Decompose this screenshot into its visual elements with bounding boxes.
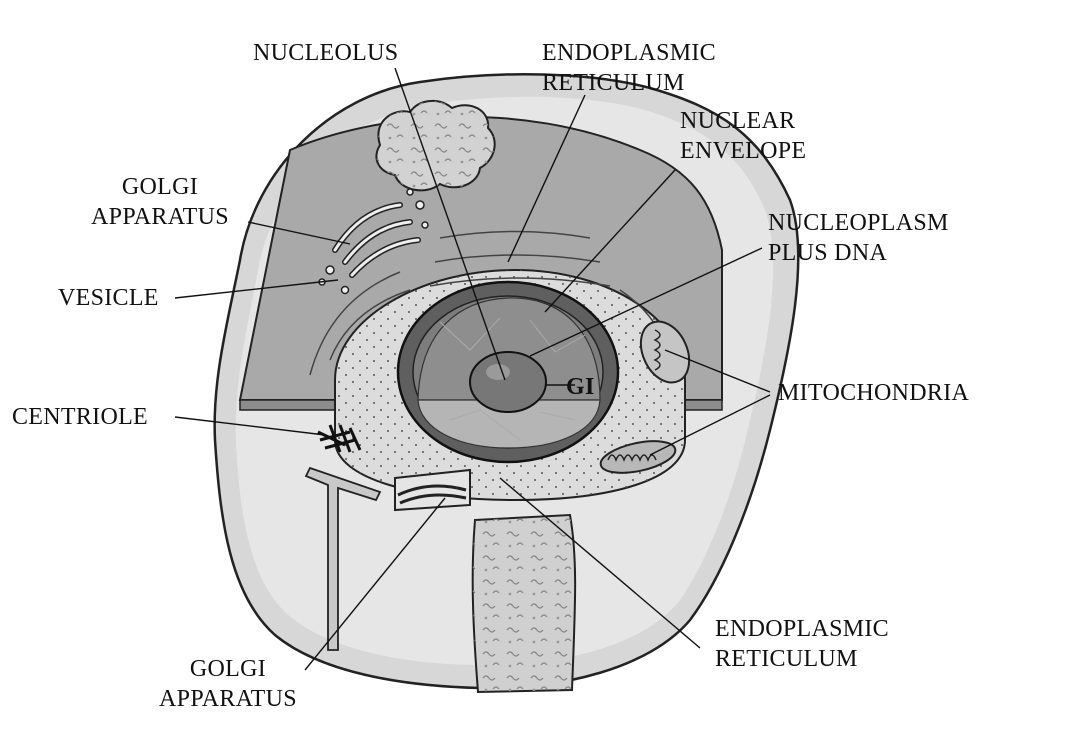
label-golgi-apparatus-top: GOLGI APPARATUS bbox=[91, 174, 229, 230]
nucleolus bbox=[469, 351, 547, 413]
rough-er-top bbox=[375, 100, 496, 192]
label-gi: GI bbox=[566, 374, 595, 400]
label-centriole: CENTRIOLE bbox=[12, 404, 149, 430]
label-nucleolus: NUCLEOLUS bbox=[253, 40, 399, 66]
label-nucleoplasm: NUCLEOPLASM PLUS DNA bbox=[768, 210, 949, 266]
vesicles bbox=[318, 188, 429, 295]
mitochondrion-lower bbox=[599, 440, 677, 474]
label-vesicle: VESICLE bbox=[58, 285, 159, 311]
rough-er-bottom bbox=[471, 513, 577, 694]
label-golgi-apparatus-bottom: GOLGI APPARATUS bbox=[159, 656, 297, 712]
mitochondrion-upper bbox=[639, 320, 691, 384]
label-nuclear-envelope: NUCLEAR ENVELOPE bbox=[680, 108, 807, 164]
cytoskeleton-rod bbox=[304, 466, 382, 651]
label-endoplasmic-reticulum-bottom: ENDOPLASMIC RETICULUM bbox=[715, 616, 889, 672]
label-mitochondria: MITOCHONDRIA bbox=[778, 380, 970, 406]
label-endoplasmic-reticulum-top: ENDOPLASMIC RETICULUM bbox=[542, 40, 716, 96]
golgi-apparatus-bottom bbox=[394, 468, 471, 512]
leader-lines bbox=[174, 67, 771, 671]
